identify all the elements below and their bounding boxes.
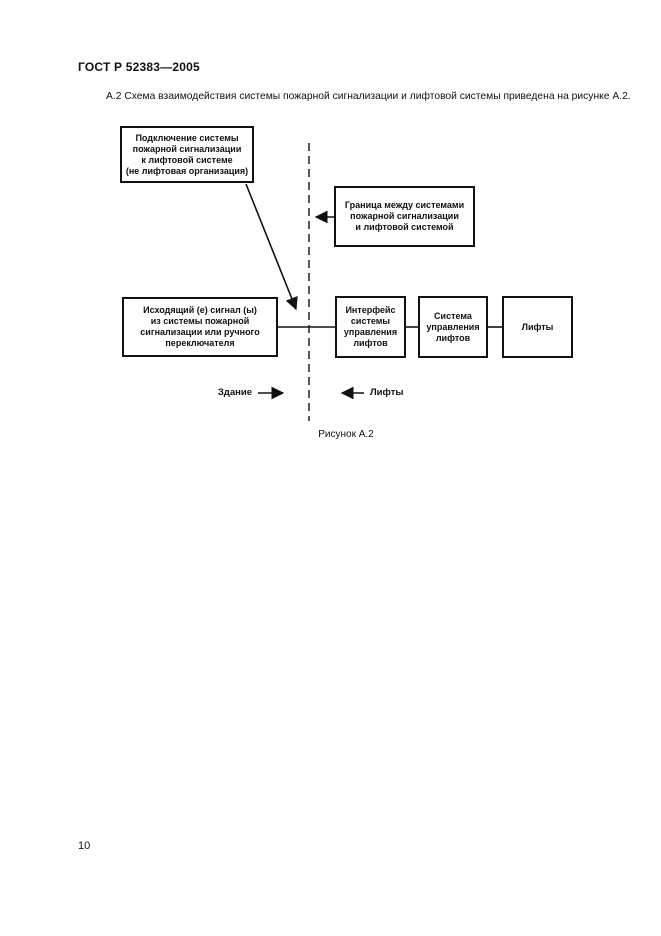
box-line: Граница между системами (344, 200, 465, 210)
box-line: системы (350, 316, 391, 326)
box-line: Исходящий (е) сигнал (ы) (143, 305, 257, 315)
label-building: Здание (217, 387, 252, 398)
box-line: Лифты (521, 321, 554, 332)
label-lifts: Лифты (370, 387, 404, 398)
box-line: управления (343, 327, 398, 337)
box-line: Интерфейс (345, 305, 396, 315)
box-line: и лифтовой системой (355, 222, 454, 232)
box-line: Подключение системы (135, 132, 239, 143)
box-lift-control-interface: Интерфейс системы управления лифтов (335, 296, 406, 358)
box-line: (не лифтовая организация) (125, 165, 249, 176)
figure-caption: Рисунок А.2 (318, 429, 374, 440)
box-line: переключателя (165, 338, 235, 348)
clause-a2-text: А.2 Схема взаимодействия системы пожарно… (106, 91, 631, 102)
box-line: лифтов (435, 332, 471, 343)
box-line: лифтов (353, 338, 388, 348)
box-line: пожарной сигнализации (350, 211, 459, 221)
box-lift-control-system: Система управления лифтов (418, 296, 488, 358)
box-line: управления (426, 321, 480, 332)
page-number: 10 (78, 840, 91, 852)
box-line: к лифтовой системе (141, 154, 233, 165)
standard-number: ГОСТ Р 52383—2005 (78, 60, 200, 74)
box-line: пожарной сигнализации (132, 143, 242, 154)
box-lifts: Лифты (502, 296, 573, 358)
box-line: сигнализации или ручного (140, 327, 260, 337)
box-fire-alarm-connection: Подключение системы пожарной сигнализаци… (120, 126, 254, 183)
box-line: Система (434, 310, 472, 321)
box-outgoing-signal: Исходящий (е) сигнал (ы) из системы пожа… (122, 297, 278, 357)
box-line: из системы пожарной (150, 316, 250, 326)
box-systems-boundary: Граница между системами пожарной сигнали… (334, 186, 475, 247)
connection-callout-diagonal-arrow (245, 183, 298, 311)
